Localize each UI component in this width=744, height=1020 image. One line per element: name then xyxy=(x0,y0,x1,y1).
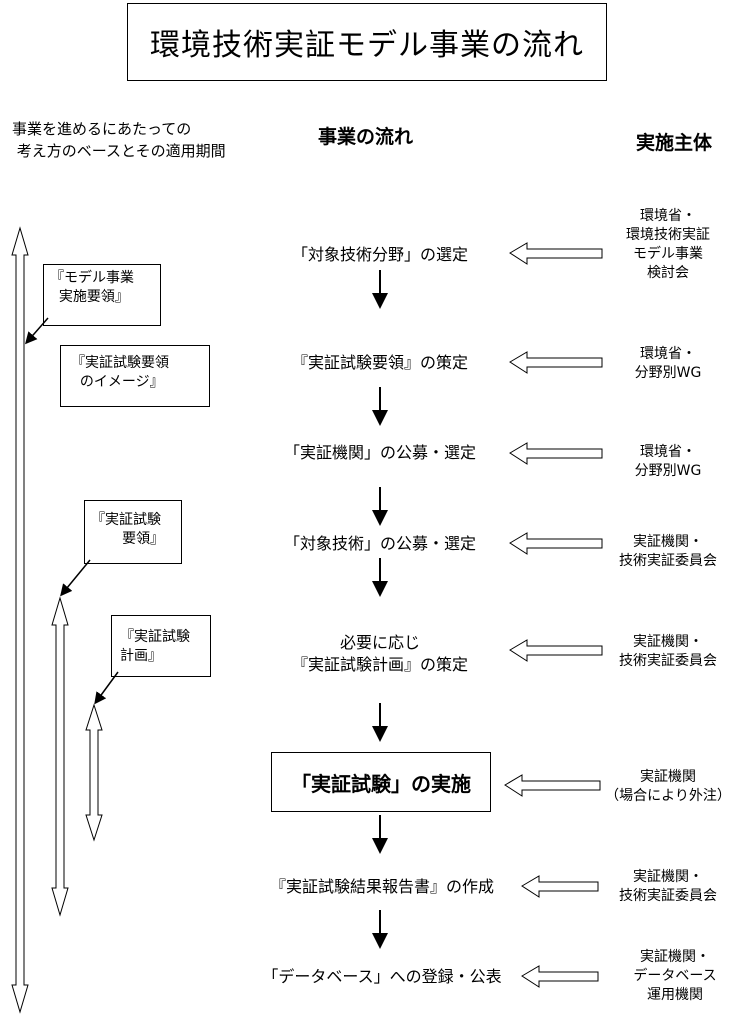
step-select-target-tech: 「対象技術」の公募・選定 xyxy=(283,534,476,553)
step-register-database: 「データベース」への登録・公表 xyxy=(262,967,502,986)
callout-line-2 xyxy=(60,559,91,597)
callout-line-3 xyxy=(94,671,119,705)
actor-arrow-4 xyxy=(509,532,603,555)
step-select-verification-body: 「実証機関」の公募・選定 xyxy=(283,443,476,462)
actor-7: 実証機関・ 技術実証委員会 xyxy=(619,869,717,904)
flow-header: 事業の流れ xyxy=(318,126,414,148)
actor-header: 実施主体 xyxy=(636,132,713,154)
period-arrow-short xyxy=(85,703,103,842)
actor-arrow-3 xyxy=(509,442,603,465)
step-conduct-test: 「実証試験」の実施 xyxy=(271,752,491,812)
doc-model-implementation-guidelines: 『モデル事業 実施要領』 xyxy=(43,264,161,326)
actor-arrow-2 xyxy=(509,351,603,374)
actor-arrow-5 xyxy=(509,639,603,662)
period-arrow-mid xyxy=(51,596,69,917)
callout-line-1 xyxy=(25,317,49,345)
period-arrow-long xyxy=(11,226,29,1014)
doc-guidelines-image: 『実証試験要領 のイメージ』 xyxy=(60,345,210,407)
actor-arrow-7 xyxy=(521,875,599,898)
actor-6: 実証機関 （場合により外注） xyxy=(605,769,731,804)
actor-arrow-8 xyxy=(521,965,599,988)
doc-test-plan: 『実証試験 計画』 xyxy=(111,615,211,677)
step-formulate-guidelines: 『実証試験要領』の策定 xyxy=(291,353,468,372)
doc-test-guidelines: 『実証試験 要領』 xyxy=(84,500,182,564)
step-formulate-test-plan: 必要に応じ 『実証試験計画』の策定 xyxy=(291,633,468,674)
left-note: 事業を進めるにあたっての 考え方のベースとその適用期間 xyxy=(12,120,226,160)
page-title: 環境技術実証モデル事業の流れ xyxy=(127,3,607,81)
actor-2: 環境省・ 分野別WG xyxy=(634,346,702,381)
step-create-report: 『実証試験結果報告書』の作成 xyxy=(269,877,494,896)
actor-4: 実証機関・ 技術実証委員会 xyxy=(619,534,717,569)
actor-arrow-1 xyxy=(509,242,603,265)
step-select-tech-field: 「対象技術分野」の選定 xyxy=(291,245,468,264)
actor-8: 実証機関・ データベース 運用機関 xyxy=(633,949,717,1003)
actor-3: 環境省・ 分野別WG xyxy=(634,444,702,479)
actor-arrow-6 xyxy=(504,774,601,797)
actor-1: 環境省・ 環境技術実証 モデル事業 検討会 xyxy=(626,208,710,281)
actor-5: 実証機関・ 技術実証委員会 xyxy=(619,634,717,669)
